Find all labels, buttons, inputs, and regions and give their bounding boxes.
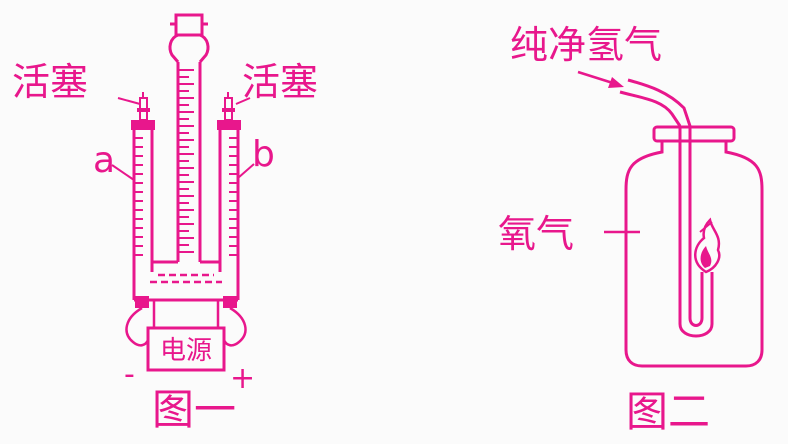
- power-supply: 电源: [146, 326, 226, 372]
- negative-terminal: -: [124, 357, 135, 392]
- tube-a-label: a: [93, 140, 115, 181]
- tube-b-label: b: [252, 134, 275, 175]
- figure1-caption: 图一: [152, 385, 236, 434]
- central-tube-graduations: [178, 69, 194, 253]
- hydrogen-combustion-setup: 纯净氢气 氧气 图二: [498, 23, 764, 436]
- gas-bottle: [624, 125, 764, 368]
- left-tube-graduations: [134, 137, 143, 256]
- left-stopcock-label: 活塞: [12, 60, 88, 104]
- funnel-bulb: [168, 13, 210, 63]
- wires: [125, 306, 247, 347]
- flame-icon: [694, 217, 721, 274]
- right-tube-b: [217, 120, 241, 300]
- gas-inlet-arrow: [577, 70, 624, 88]
- left-stopcock: [137, 92, 150, 121]
- central-tube: [176, 62, 202, 262]
- power-supply-label: 电源: [160, 336, 212, 366]
- left-tube-a: [131, 120, 155, 300]
- bottom-connector: [134, 260, 238, 302]
- right-stopcock: [222, 92, 235, 121]
- electrodes: [135, 296, 237, 328]
- right-tube-graduations: [229, 137, 238, 256]
- delivery-tube: [619, 78, 714, 338]
- right-stopcock-label: 活塞: [242, 60, 318, 104]
- hydrogen-label: 纯净氢气: [510, 23, 662, 67]
- figure2-caption: 图二: [626, 387, 710, 436]
- positive-terminal: +: [230, 361, 255, 396]
- oxygen-label: 氧气: [498, 212, 574, 256]
- electrolysis-apparatus: 电源 活塞 活塞 a b - + 图一: [12, 13, 318, 434]
